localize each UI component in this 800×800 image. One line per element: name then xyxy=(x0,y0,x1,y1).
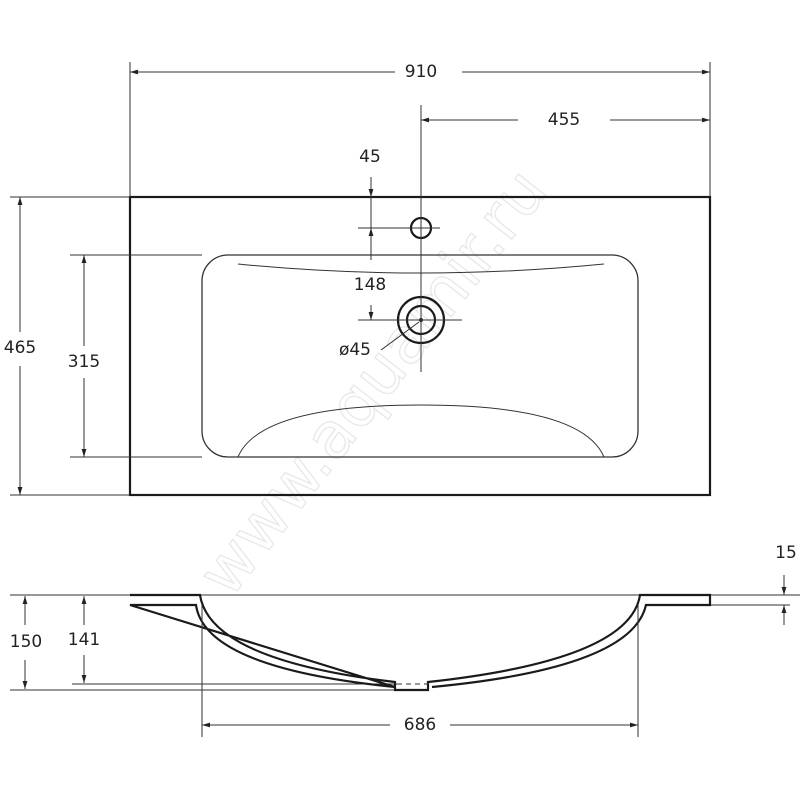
depth-dimension: 465 xyxy=(4,338,36,358)
drain-offset-dimension: 148 xyxy=(354,275,386,295)
countertop-outline xyxy=(128,195,712,497)
basin-outline xyxy=(201,254,639,458)
basin-depth-dimension: 315 xyxy=(68,352,100,372)
tap-hole-offset-dimension: 45 xyxy=(359,147,381,167)
top-view: 910 455 45 148 ø45 465 315 xyxy=(4,62,712,497)
basin-lower-slope xyxy=(237,404,605,458)
side-view: 150 141 15 686 xyxy=(10,543,800,737)
half-width-dimension: 455 xyxy=(548,110,580,130)
bowl-width-dimension: 686 xyxy=(404,715,436,735)
width-dimension: 910 xyxy=(405,62,437,82)
watermark: www.aquamir.ru xyxy=(184,155,562,609)
rim-thickness-dimension: 15 xyxy=(775,543,797,563)
drain-diameter-dimension: ø45 xyxy=(339,340,371,360)
total-height-dimension: 150 xyxy=(10,632,42,652)
sink-profile xyxy=(129,593,712,692)
bowl-height-dimension: 141 xyxy=(68,630,100,650)
